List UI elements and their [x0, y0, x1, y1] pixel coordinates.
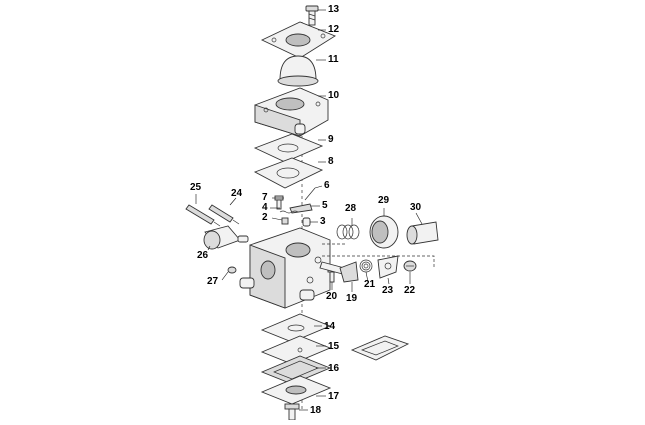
callout-20: 20: [326, 291, 338, 302]
part-10-primer-housing: [254, 87, 329, 137]
callout-7: 7: [262, 192, 268, 203]
callout-6: 6: [324, 180, 330, 191]
callout-16: 16: [328, 363, 340, 374]
part-30-knob: [406, 221, 439, 245]
part-8-gasket: [253, 157, 324, 189]
callout-24: 24: [231, 188, 243, 199]
callout-22: 22: [404, 285, 416, 296]
part-29-choke-cap: [369, 215, 399, 249]
callout-11: 11: [328, 54, 339, 65]
part-21-spring: [359, 259, 373, 273]
part-25-adjusting-screw: [185, 204, 221, 227]
part-11-primer-bulb: [277, 55, 319, 87]
callout-18: 18: [310, 405, 322, 416]
callout-21: 21: [364, 279, 376, 290]
callout-3: 3: [320, 216, 326, 227]
callout-5: 5: [322, 200, 328, 211]
callout-30: 30: [410, 202, 422, 213]
callout-14: 14: [324, 321, 336, 332]
part-13-screw: [305, 5, 319, 26]
part-15-pump-diaphragm: [260, 335, 410, 365]
leader-lines: [195, 9, 423, 411]
callout-13: 13: [328, 4, 340, 15]
callout-4: 4: [262, 202, 268, 213]
part-26-fitting: [203, 225, 249, 250]
callout-29: 29: [378, 195, 390, 206]
callout-12: 12: [328, 24, 340, 35]
callout-26: 26: [197, 250, 209, 261]
callout-10: 10: [328, 90, 340, 101]
callout-19: 19: [346, 293, 358, 304]
part-9-diaphragm: [253, 133, 324, 163]
part-19-throttle-shaft: [319, 261, 359, 283]
carburetor-body: [239, 227, 331, 309]
part-24-adjusting-screw: [208, 204, 240, 225]
part-17-cover: [260, 375, 332, 405]
callout-8: 8: [328, 156, 334, 167]
part-6-needle: [304, 187, 316, 201]
part-18-screw: [284, 403, 300, 421]
part-4-spring: [279, 210, 299, 214]
callout-28: 28: [345, 203, 357, 214]
callout-23: 23: [382, 285, 394, 296]
part-23-lever: [377, 255, 399, 279]
part-28-seals: [336, 224, 360, 240]
callout-25: 25: [190, 182, 202, 193]
callout-15: 15: [328, 341, 340, 352]
part-12-cover-plate: [260, 21, 336, 59]
guide-line: [322, 255, 435, 268]
callout-17: 17: [328, 391, 340, 402]
callout-9: 9: [328, 134, 334, 145]
part-27-plug: [227, 266, 237, 274]
part-14-gasket: [260, 313, 332, 343]
part-22-screw: [403, 260, 417, 272]
callout-27: 27: [207, 276, 219, 287]
part-3-pin: [302, 217, 311, 227]
part-2-needle-valve: [281, 217, 289, 225]
callout-2: 2: [262, 212, 268, 223]
